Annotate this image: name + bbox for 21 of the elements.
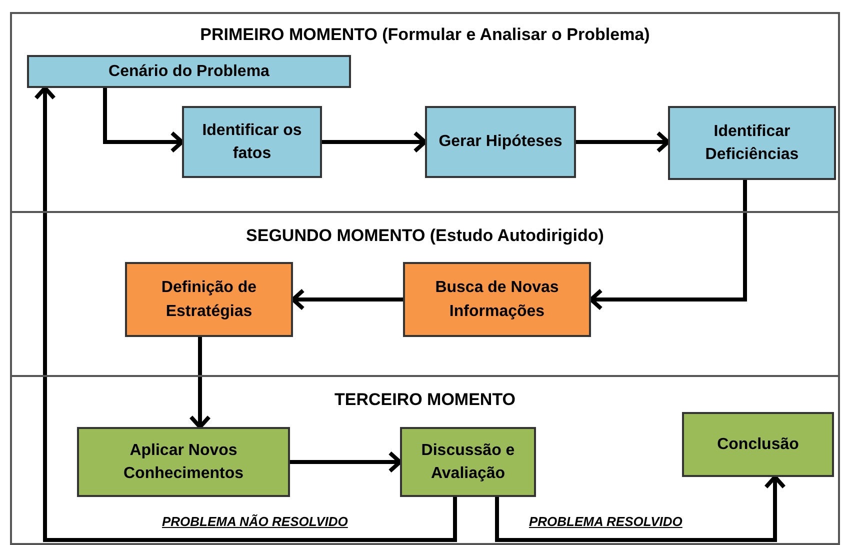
arrow bbox=[103, 88, 184, 153]
arrow bbox=[291, 288, 403, 310]
step-box: Definição de Estratégias bbox=[125, 262, 293, 337]
step-box: Identificar Deficiências bbox=[668, 106, 836, 180]
step-box: Discussão e Avaliação bbox=[400, 427, 536, 497]
arrow bbox=[189, 337, 211, 429]
stage-heading: PRIMEIRO MOMENTO (Formular e Analisar o Problema) bbox=[199, 24, 651, 46]
stage-heading: TERCEIRO MOMENTO bbox=[333, 389, 517, 411]
step-box: Busca de Novas Informações bbox=[403, 262, 591, 337]
step-box: Conclusão bbox=[682, 412, 834, 477]
arrow bbox=[589, 180, 747, 310]
arrow bbox=[34, 86, 457, 542]
arrow bbox=[322, 131, 427, 153]
arrow bbox=[495, 475, 786, 542]
step-box: Identificar os fatos bbox=[182, 106, 322, 178]
arrow bbox=[290, 451, 402, 473]
arrow bbox=[576, 131, 670, 153]
stage-heading: SEGUNDO MOMENTO (Estudo Autodirigido) bbox=[245, 225, 605, 247]
step-box: Cenário do Problema bbox=[27, 55, 351, 88]
step-box: Gerar Hipóteses bbox=[425, 106, 576, 178]
step-box: Aplicar Novos Conhecimentos bbox=[77, 427, 290, 497]
